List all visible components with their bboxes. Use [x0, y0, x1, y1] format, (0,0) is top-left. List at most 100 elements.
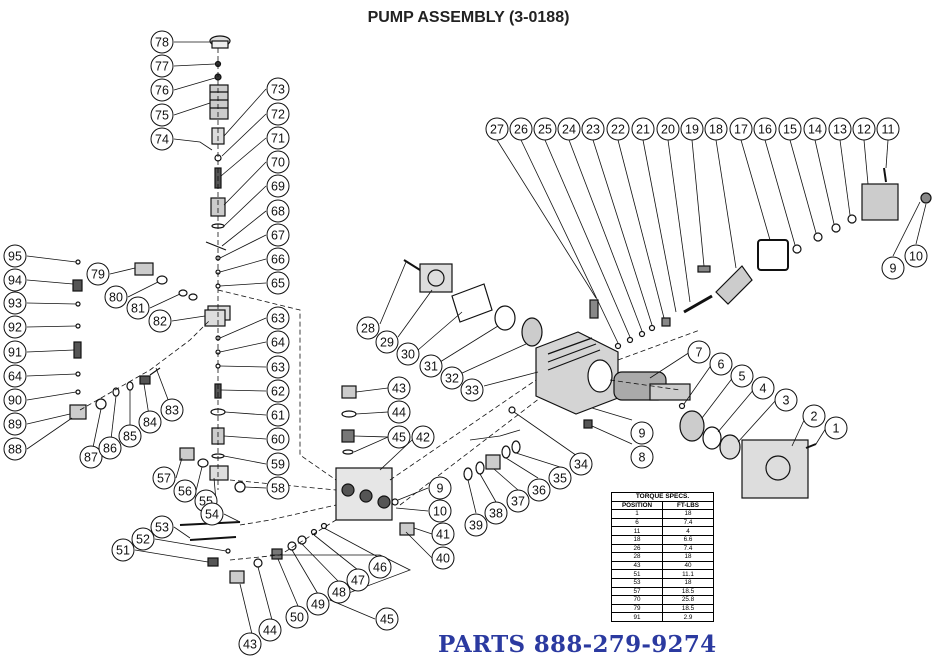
- callout-label: 8: [639, 451, 646, 465]
- callout-label: 75: [155, 109, 169, 123]
- part-sleeve: [485, 454, 501, 470]
- callout-circle: [802, 404, 826, 428]
- leader-line: [483, 371, 539, 387]
- callout-circle: [150, 54, 174, 78]
- leader-line: [649, 351, 691, 379]
- callout-label: 58: [271, 482, 285, 496]
- part-plug: [179, 447, 195, 461]
- torque-position: 18: [611, 534, 663, 545]
- torque-table-caption: TORQUE SPECS.: [611, 492, 714, 502]
- callout-circle: [881, 256, 905, 280]
- leader-line: [220, 137, 267, 177]
- callout-circle: [904, 244, 928, 268]
- callout-label: 78: [155, 36, 169, 50]
- leader-line: [26, 373, 77, 377]
- part-ball: [225, 548, 231, 554]
- callout-circle: [631, 117, 655, 141]
- callout-circle: [266, 403, 290, 427]
- part-washer: [95, 398, 107, 410]
- callout-circle: [375, 607, 399, 631]
- leader-line: [221, 113, 267, 157]
- leader-line: [220, 389, 267, 392]
- leader-line: [239, 583, 253, 635]
- leader-line: [353, 435, 389, 438]
- diagram-title: PUMP ASSEMBLY (3-0188): [367, 9, 570, 26]
- callout-circle: [606, 117, 630, 141]
- part-bearing: [679, 410, 705, 442]
- part-o-ring: [341, 410, 357, 418]
- torque-position: 11: [611, 526, 663, 536]
- callout-circle: [774, 388, 798, 412]
- part-washer: [156, 275, 168, 285]
- callout-circle: [266, 174, 290, 198]
- leader-line: [417, 311, 463, 351]
- assembly-path: [239, 504, 337, 526]
- leader-line: [715, 139, 737, 269]
- leader-line: [592, 139, 653, 326]
- torque-position: 6: [611, 517, 663, 528]
- part-bolt: [883, 167, 887, 183]
- callout-circle: [533, 117, 557, 141]
- callout-label: 39: [469, 519, 483, 533]
- callout-label: 4: [760, 382, 767, 396]
- callout-label: 86: [103, 442, 117, 456]
- callout-label: 44: [392, 406, 406, 420]
- part-ball: [75, 323, 81, 329]
- callout-circle: [557, 117, 581, 141]
- callout-label: 14: [808, 123, 822, 137]
- leader-line: [764, 139, 796, 246]
- callout-circle: [387, 425, 411, 449]
- torque-position: 91: [611, 612, 663, 622]
- part-pin: [697, 265, 711, 273]
- leader-line: [520, 139, 619, 344]
- leader-line: [405, 531, 433, 559]
- torque-value: 6.6: [662, 534, 714, 545]
- callout-circle: [266, 77, 290, 101]
- part-connecting-rod: [715, 265, 753, 305]
- part-washer: [792, 244, 802, 254]
- leader-line: [223, 185, 267, 227]
- part-bolt: [805, 443, 817, 449]
- part-ball: [75, 371, 81, 377]
- callout-label: 64: [8, 370, 22, 384]
- callout-circle: [266, 379, 290, 403]
- callout-label: 93: [8, 297, 22, 311]
- part-washer: [391, 498, 399, 506]
- part-washer: [178, 289, 188, 297]
- part-o-ring: [342, 449, 354, 455]
- callout-circle: [485, 117, 509, 141]
- leader-line: [291, 549, 319, 595]
- part-washer: [463, 467, 473, 481]
- callout-label: 19: [685, 123, 699, 137]
- part-cover-plate: [861, 183, 899, 221]
- leader-line: [323, 527, 381, 559]
- part-plug: [399, 522, 415, 536]
- leader-line: [173, 526, 191, 539]
- part-stem: [139, 375, 151, 385]
- leader-line: [513, 411, 581, 459]
- leader-line: [355, 387, 389, 393]
- part-elbow-fitting: [204, 309, 226, 327]
- part-plug: [134, 262, 154, 276]
- assembly-path: [399, 397, 541, 506]
- assembly-path: [229, 479, 337, 491]
- callout-circle: [266, 223, 290, 247]
- callout-label: 64: [271, 336, 285, 350]
- callout-label: 47: [351, 574, 365, 588]
- callout-label: 91: [8, 346, 22, 360]
- callout-label: 35: [553, 472, 567, 486]
- callout-label: 94: [8, 274, 22, 288]
- part-washer: [234, 481, 246, 493]
- torque-value: 18: [662, 577, 714, 588]
- leader-line: [219, 341, 267, 353]
- callout-circle: [200, 502, 224, 526]
- leader-line: [892, 201, 921, 257]
- callout-circle: [730, 364, 754, 388]
- callout-circle: [79, 445, 103, 469]
- callout-circle: [509, 117, 533, 141]
- leader-line: [26, 417, 73, 450]
- callout-circle: [687, 340, 711, 364]
- part-o-ring: [253, 558, 263, 568]
